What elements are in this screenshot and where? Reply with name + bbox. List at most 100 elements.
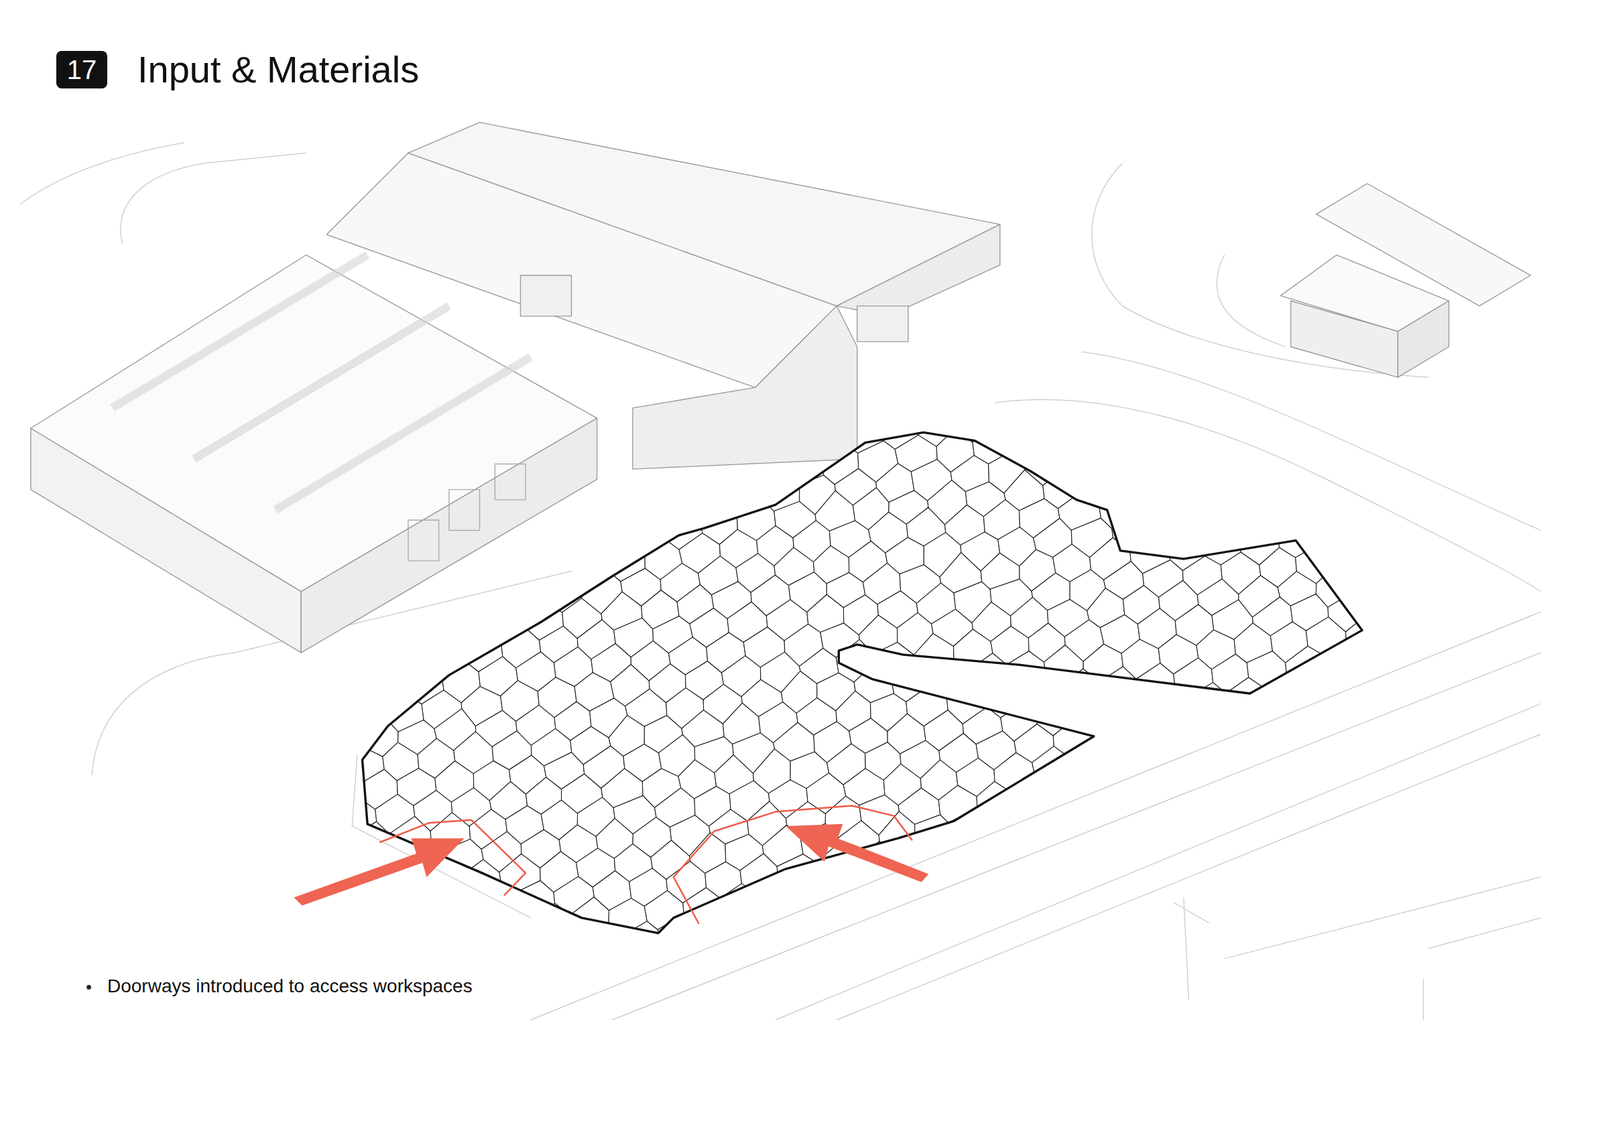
paving-cell	[1030, 408, 1070, 436]
paving-cell	[503, 455, 541, 492]
paving-cell	[1324, 640, 1364, 685]
paving-cell	[1333, 896, 1375, 933]
paving-cell	[748, 408, 791, 440]
paving-cell	[557, 419, 598, 462]
paving-cell	[1225, 851, 1263, 891]
paving-cell	[1278, 520, 1318, 558]
paving-cell	[1103, 738, 1143, 780]
paving-cell	[381, 568, 420, 608]
paving-cell	[480, 480, 518, 517]
paving-cell	[1283, 468, 1326, 510]
paving-cell	[1244, 475, 1284, 514]
paving-cell	[985, 679, 1025, 719]
paving-cell	[435, 532, 474, 572]
paving-cell	[1069, 744, 1107, 787]
paving-cell	[591, 469, 632, 511]
paving-cell	[550, 525, 589, 564]
paving-cell	[1296, 895, 1334, 936]
paving-cell	[471, 532, 513, 572]
paving-cell	[587, 514, 629, 558]
paving-cell	[1221, 729, 1263, 769]
paving-cell	[1259, 725, 1297, 763]
paving-cell	[912, 933, 960, 960]
paving-cell	[544, 408, 583, 438]
paving-cell	[368, 492, 407, 533]
paving-cell	[1197, 931, 1241, 960]
paving-cell	[418, 563, 456, 600]
paving-cell	[1150, 685, 1189, 723]
paving-cell	[389, 466, 429, 505]
paving-cell	[1343, 790, 1388, 826]
paving-cell	[1110, 914, 1149, 959]
paving-cell	[990, 408, 1032, 439]
paving-cell	[692, 434, 732, 476]
paving-cell	[853, 894, 889, 936]
paving-cell	[443, 480, 482, 524]
paving-cell	[1173, 834, 1211, 871]
paving-cell	[815, 899, 854, 939]
paving-cell	[676, 408, 717, 452]
paving-cell	[825, 408, 867, 432]
section-number: 17	[67, 56, 98, 84]
paving-cell	[1142, 742, 1182, 776]
paving-cell	[1008, 422, 1048, 465]
paving-cell	[336, 622, 373, 666]
paving-cell	[532, 500, 570, 539]
paving-cell	[1069, 919, 1112, 960]
paving-cell	[426, 867, 464, 905]
paving-cell	[1204, 704, 1247, 748]
paving-cell	[336, 544, 362, 594]
paving-cell	[1201, 754, 1243, 794]
paving-cell	[381, 918, 424, 959]
paving-cell	[1190, 857, 1227, 897]
paving-cell	[1197, 408, 1236, 445]
paving-cell	[1337, 489, 1385, 527]
paving-cell	[1367, 538, 1388, 577]
paving-cell	[1095, 844, 1136, 884]
paving-cell	[1167, 711, 1206, 752]
paving-cell	[429, 408, 472, 448]
paving-cell	[1367, 587, 1389, 629]
paving-cell	[492, 910, 532, 948]
paving-cell	[1155, 861, 1194, 899]
paving-cell	[401, 542, 439, 581]
paving-cell	[336, 593, 356, 635]
paving-cell	[1222, 500, 1263, 539]
paving-cell	[1341, 663, 1389, 704]
paving-cell	[683, 479, 724, 520]
paving-cell	[449, 610, 489, 649]
paving-cell	[1223, 904, 1262, 945]
paving-cell	[451, 435, 489, 476]
paving-cell	[1153, 457, 1194, 497]
paving-cell	[336, 408, 381, 431]
paving-cell	[1305, 439, 1348, 482]
paving-cell	[1105, 408, 1149, 429]
paving-cell	[1120, 408, 1161, 450]
paving-cell	[1353, 908, 1388, 959]
paving-cell	[1360, 460, 1388, 509]
paving-cell	[982, 851, 1023, 893]
paving-cell	[1197, 809, 1235, 846]
paving-cell	[1264, 672, 1303, 714]
paving-cell	[1254, 774, 1296, 814]
paving-cell	[419, 912, 458, 956]
paving-cell	[1331, 717, 1376, 759]
paving-cell	[944, 857, 984, 897]
paving-cell	[471, 937, 511, 960]
paving-cell	[467, 579, 511, 623]
paving-cell	[336, 448, 377, 493]
paving-cell	[1053, 719, 1094, 758]
buildings	[30, 122, 1531, 653]
paving-cell	[1116, 864, 1157, 907]
paving-cell	[1112, 687, 1152, 728]
paving-cell	[1351, 732, 1388, 775]
paving-cell	[1298, 844, 1339, 885]
paving-cell	[1067, 408, 1106, 428]
paving-cell	[1280, 925, 1322, 959]
paving-cell	[1213, 779, 1256, 817]
paving-cell	[1327, 408, 1368, 454]
paving-cell	[363, 893, 404, 936]
paving-cell	[1136, 433, 1175, 475]
paving-cell	[1357, 940, 1388, 960]
paving-cell	[994, 934, 1033, 960]
